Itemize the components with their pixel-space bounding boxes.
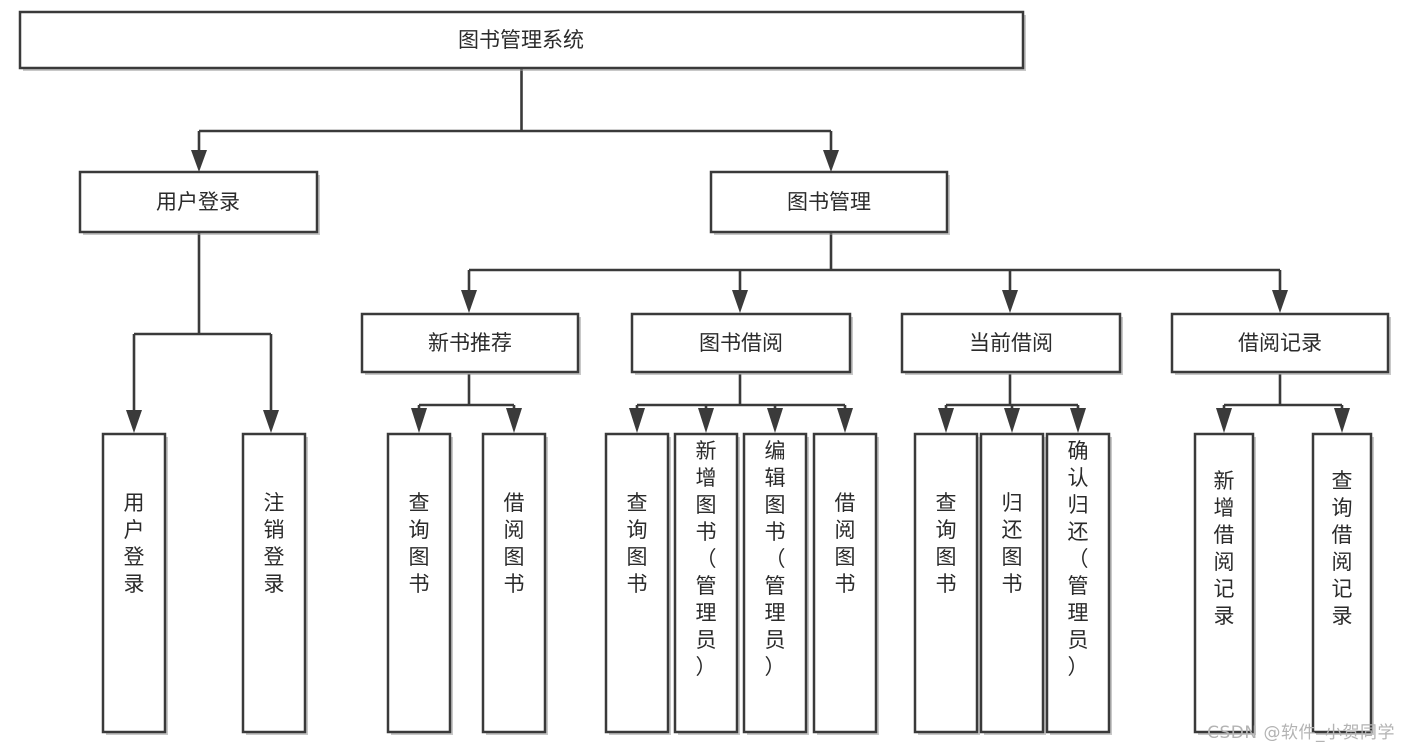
node-new-book-rec-label: 新书推荐 — [428, 331, 512, 355]
node-leaf-borrow-book-2[interactable]: 借阅图书 — [812, 432, 879, 735]
arrow-head-leaf-query-book-2 — [629, 408, 645, 433]
node-leaf-edit-book-box[interactable] — [742, 432, 808, 734]
node-leaf-logout-box[interactable] — [241, 432, 307, 734]
node-book-manage-box[interactable] — [709, 170, 949, 234]
arrow-head-leaf-query-record — [1334, 408, 1350, 433]
node-leaf-return-book[interactable]: 归还图书 — [979, 432, 1046, 735]
arrow-head-user-login — [191, 150, 207, 172]
node-leaf-query-book-3-label: 查询图书 — [936, 491, 957, 596]
node-leaf-logout[interactable]: 注销登录 — [241, 432, 308, 735]
node-user-login-box[interactable] — [78, 170, 319, 234]
node-leaf-confirm-return-label: 确认归还（管理员） — [1068, 439, 1089, 679]
arrow-head-leaf-add-record — [1216, 408, 1232, 433]
node-leaf-borrow-book-1-label: 借阅图书 — [504, 491, 525, 596]
node-borrow-record-box[interactable] — [1170, 312, 1390, 374]
node-book-borrow-box[interactable] — [630, 312, 852, 374]
node-leaf-user-login-label: 用户登录 — [124, 491, 145, 596]
node-leaf-query-record[interactable]: 查询借阅记录 — [1311, 432, 1374, 735]
node-book-manage-label: 图书管理 — [787, 190, 871, 214]
node-leaf-query-book-1-box[interactable] — [386, 432, 452, 734]
node-leaf-edit-book[interactable]: 编辑图书（管理员） — [742, 432, 809, 735]
arrow-head-current-borrow — [1002, 290, 1018, 313]
node-leaf-query-record-box[interactable] — [1311, 432, 1373, 734]
node-user-login-label: 用户登录 — [156, 190, 240, 214]
node-leaf-borrow-book-1[interactable]: 借阅图书 — [481, 432, 548, 735]
arrow-head-leaf-query-book-1 — [411, 408, 427, 433]
node-leaf-add-book-box[interactable] — [673, 432, 739, 734]
node-current-borrow[interactable]: 当前借阅 — [900, 312, 1123, 375]
arrow-head-book-borrow — [732, 290, 748, 313]
arrow-head-leaf-user-login — [126, 410, 142, 433]
node-leaf-borrow-book-2-label: 借阅图书 — [835, 491, 856, 596]
node-leaf-edit-book-label: 编辑图书（管理员） — [765, 439, 786, 679]
node-leaf-logout-label: 注销登录 — [264, 491, 285, 596]
node-leaf-add-record-box[interactable] — [1193, 432, 1255, 734]
node-leaf-confirm-return[interactable]: 确认归还（管理员） — [1045, 432, 1112, 735]
arrow-head-leaf-add-book — [698, 408, 714, 433]
connector-layer — [126, 68, 1350, 433]
node-book-manage[interactable]: 图书管理 — [709, 170, 950, 235]
node-borrow-record-label: 借阅记录 — [1238, 331, 1322, 355]
arrow-head-leaf-borrow-book-2 — [837, 408, 853, 433]
node-leaf-query-book-1-label: 查询图书 — [409, 491, 430, 596]
node-book-borrow[interactable]: 图书借阅 — [630, 312, 853, 375]
arrow-head-leaf-borrow-book-1 — [506, 408, 522, 433]
node-new-book-rec-box[interactable] — [360, 312, 580, 374]
node-leaf-query-book-2[interactable]: 查询图书 — [604, 432, 671, 735]
arrow-head-leaf-return-book — [1004, 408, 1020, 433]
arrow-head-new-book-rec — [461, 290, 477, 313]
node-leaf-query-book-3-box[interactable] — [913, 432, 979, 734]
node-leaf-borrow-book-1-box[interactable] — [481, 432, 547, 734]
arrow-head-leaf-query-book-3 — [938, 408, 954, 433]
node-leaf-borrow-book-2-box[interactable] — [812, 432, 878, 734]
node-user-login[interactable]: 用户登录 — [78, 170, 320, 235]
node-leaf-add-book[interactable]: 新增图书（管理员） — [673, 432, 740, 735]
node-root-box[interactable] — [18, 10, 1025, 70]
node-leaf-query-book-2-label: 查询图书 — [627, 491, 648, 596]
node-leaf-confirm-return-box[interactable] — [1045, 432, 1111, 734]
arrow-head-leaf-logout — [263, 410, 279, 433]
node-leaf-user-login[interactable]: 用户登录 — [101, 432, 168, 735]
arrow-head-borrow-record — [1272, 290, 1288, 313]
node-root[interactable]: 图书管理系统 — [18, 10, 1026, 71]
node-book-borrow-label: 图书借阅 — [699, 331, 783, 355]
node-leaf-query-book-2-box[interactable] — [604, 432, 670, 734]
node-leaf-user-login-box[interactable] — [101, 432, 167, 734]
node-current-borrow-label: 当前借阅 — [969, 331, 1053, 355]
arrow-head-leaf-confirm-return — [1070, 408, 1086, 433]
node-leaf-return-book-box[interactable] — [979, 432, 1045, 734]
node-leaf-query-book-1[interactable]: 查询图书 — [386, 432, 453, 735]
node-leaf-query-book-3[interactable]: 查询图书 — [913, 432, 980, 735]
node-leaf-add-record[interactable]: 新增借阅记录 — [1193, 432, 1256, 735]
node-leaf-add-record-label: 新增借阅记录 — [1214, 469, 1235, 628]
node-new-book-rec[interactable]: 新书推荐 — [360, 312, 581, 375]
node-leaf-add-book-label: 新增图书（管理员） — [696, 439, 717, 679]
arrow-head-book-manage — [823, 150, 839, 172]
node-borrow-record[interactable]: 借阅记录 — [1170, 312, 1391, 375]
arrow-head-leaf-edit-book — [767, 408, 783, 433]
node-leaf-query-record-label: 查询借阅记录 — [1332, 469, 1353, 628]
node-leaf-return-book-label: 归还图书 — [1002, 491, 1023, 596]
node-current-borrow-box[interactable] — [900, 312, 1122, 374]
node-root-label: 图书管理系统 — [458, 28, 584, 52]
